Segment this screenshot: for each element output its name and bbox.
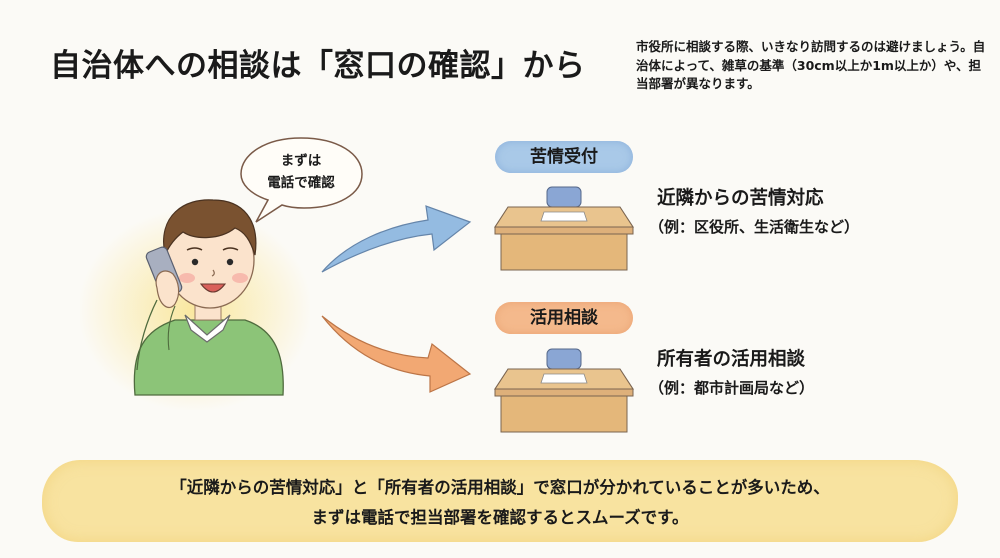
bubble-line-1: まずは xyxy=(280,153,322,169)
page-title: 自治体への相談は「窓口の確認」から xyxy=(50,48,586,84)
desk-icon xyxy=(493,348,635,433)
complaint-window-example: （例：区役所、生活衛生など） xyxy=(649,218,860,236)
banner-line-1: 「近隣からの苦情対応」と「所有者の活用相談」で窓口が分かれていることが多いため、 xyxy=(170,478,830,497)
desk-utilization-window xyxy=(492,345,637,439)
arrow-to-complaint-window xyxy=(318,190,478,284)
complaint-window-title: 近隣からの苦情対応 xyxy=(657,188,824,209)
curved-arrow-down-icon xyxy=(321,315,472,393)
curved-arrow-up-icon xyxy=(321,205,472,273)
bubble-line-2: 電話で確認 xyxy=(267,175,335,191)
desk-complaint-window xyxy=(492,183,637,277)
utilization-window-example: （例：都市計画局など） xyxy=(649,379,815,397)
speech-bubble: まずは 電話で確認 xyxy=(238,132,378,232)
tag-complaint-window: 苦情受付 xyxy=(495,141,633,173)
utilization-window-title: 所有者の活用相談 xyxy=(657,349,806,370)
person-icon xyxy=(133,199,284,396)
intro-note: 市役所に相談する際、いきなり訪問するのは避けましょう。自治体によって、雑草の基準… xyxy=(636,39,986,91)
person-on-phone xyxy=(95,170,315,400)
summary-banner: 「近隣からの苦情対応」と「所有者の活用相談」で窓口が分かれていることが多いため、… xyxy=(42,460,958,542)
arrow-to-utilization-window xyxy=(318,310,478,404)
speech-bubble-icon xyxy=(240,137,363,223)
tag-utilization-window: 活用相談 xyxy=(495,302,633,334)
banner-line-2: まずは電話で担当部署を確認するとスムーズです。 xyxy=(311,508,689,527)
desk-icon xyxy=(493,186,635,271)
